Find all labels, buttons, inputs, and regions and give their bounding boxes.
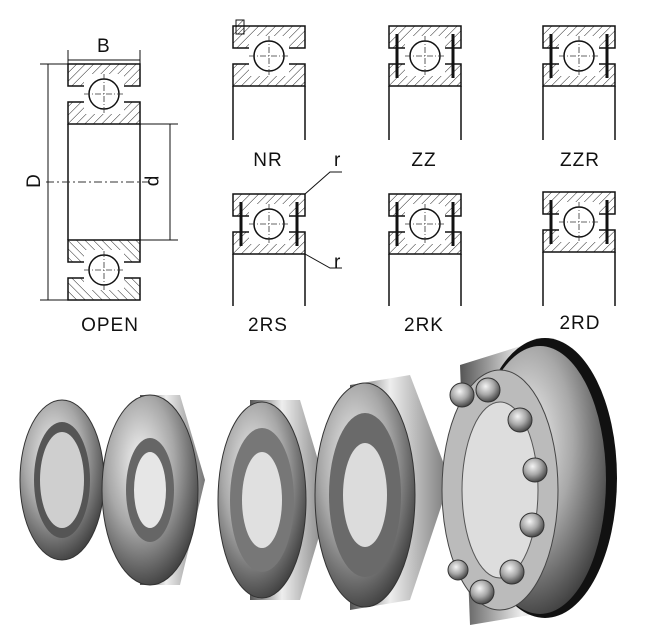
label-open: OPEN	[81, 315, 139, 336]
label-zz: ZZ	[411, 150, 437, 171]
nr-bearing-drawing	[232, 19, 306, 140]
2rk-bearing-drawing	[388, 193, 462, 306]
label-2rd: 2RD	[559, 313, 601, 334]
bearing-nr-open-photo	[441, 338, 617, 625]
label-2rs: 2RS	[248, 315, 288, 336]
radius-label-top: r	[334, 150, 341, 171]
radius-label-bottom: r	[334, 252, 341, 273]
zzr-bearing-drawing	[542, 25, 616, 140]
label-nr: NR	[253, 150, 283, 171]
open-bearing-drawing	[40, 50, 178, 301]
2rd-bearing-drawing	[542, 191, 616, 306]
2rs-bearing-drawing	[232, 171, 342, 306]
bearing-open-photo	[19, 399, 105, 561]
label-zzr: ZZR	[560, 150, 600, 171]
label-2rk: 2RK	[404, 315, 444, 336]
dimension-d-bore-label: d	[142, 175, 164, 187]
dimension-d-outer-label: D	[23, 174, 45, 188]
bearing-2rs-photo	[101, 394, 205, 586]
bearing-zzr-photo	[314, 375, 450, 610]
zz-bearing-drawing	[388, 25, 462, 140]
dimension-b-label: B	[97, 36, 110, 57]
bearing-zz-photo	[217, 400, 330, 600]
bearings-photo	[19, 338, 617, 625]
